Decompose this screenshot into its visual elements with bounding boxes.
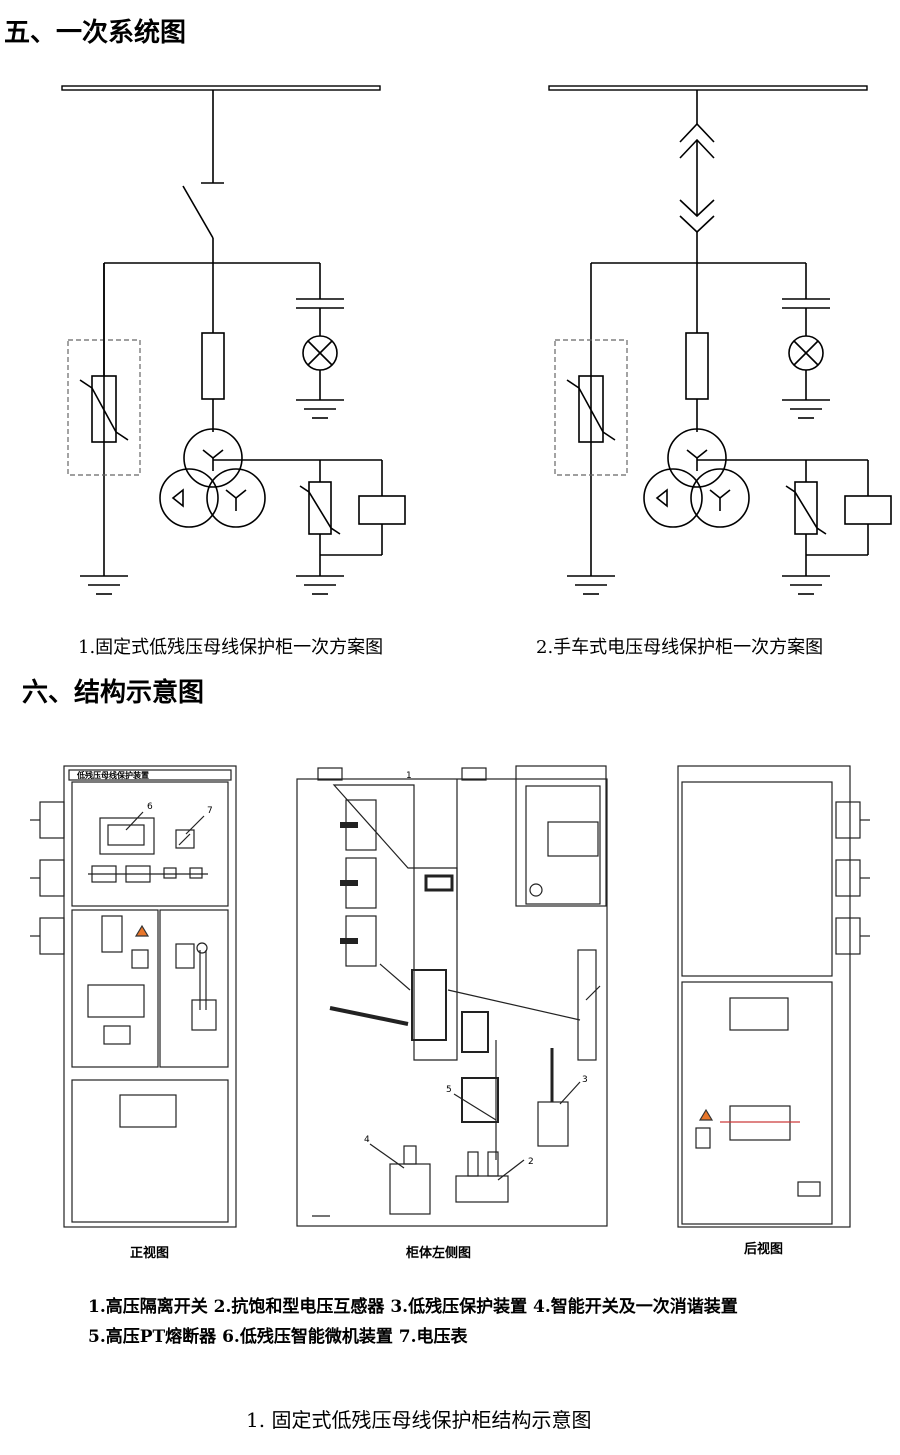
- protection-device: [537, 1101, 569, 1147]
- svg-text:6: 6: [147, 802, 153, 812]
- pt-transformer-2-icon: [643, 428, 750, 528]
- section-six-title: 六、结构示意图: [22, 678, 205, 708]
- front-view: 6 7: [30, 765, 237, 1228]
- ground-2b-icon: [782, 399, 830, 419]
- ground-1b-icon: [296, 399, 344, 419]
- svg-text:5: 5: [446, 1085, 452, 1095]
- voltmeter: [175, 829, 195, 849]
- left-view-label: 柜体左侧图: [406, 1246, 472, 1261]
- insulators: [340, 799, 489, 1053]
- ground-1c-icon: [296, 575, 344, 595]
- panel-label: 低残压母线保护装置: [77, 771, 149, 780]
- pt-transformer-1-icon: [159, 428, 266, 528]
- isolator-blade-1: [182, 185, 214, 239]
- svg-text:2: 2: [528, 1157, 534, 1167]
- busbar-1: [61, 85, 381, 91]
- diagram-2-caption: 2.手车式电压母线保护柜一次方案图: [536, 637, 824, 658]
- single-line-diagrams: [61, 85, 892, 595]
- left-side-view: 1 2 3 4 5: [296, 765, 608, 1227]
- back-view: [677, 765, 870, 1228]
- pt-fuse: [461, 1077, 499, 1123]
- section-five-title: 五、一次系统图: [4, 18, 187, 48]
- smart-switch: [389, 1163, 431, 1215]
- svg-text:1: 1: [406, 771, 412, 781]
- back-view-label: 后视图: [744, 1242, 784, 1257]
- diagram-1-caption: 1.固定式低残压母线保护柜一次方案图: [78, 637, 384, 658]
- svg-text:4: 4: [364, 1135, 370, 1145]
- diagram-2-handcart: [548, 85, 892, 595]
- ground-2c-icon: [782, 575, 830, 595]
- dashed-box-2: [554, 339, 628, 476]
- microcomputer-display: [99, 817, 155, 855]
- ground-1a-icon: [80, 575, 128, 595]
- voltage-transformer: [455, 1175, 509, 1203]
- front-bushings: [30, 801, 65, 955]
- legend-line-2: 5.高压PT熔断器 6.低残压智能微机装置 7.电压表: [88, 1327, 468, 1347]
- legend-line-1: 1.高压隔离开关 2.抗饱和型电压互感器 3.低残压保护装置 4.智能开关及一次…: [88, 1297, 738, 1317]
- svg-text:7: 7: [207, 806, 213, 816]
- ground-2a-icon: [567, 575, 615, 595]
- structure-caption: 1. 固定式低残压母线保护柜结构示意图: [246, 1408, 592, 1432]
- front-view-label: 正视图: [130, 1246, 170, 1261]
- varistor-2: [578, 375, 604, 443]
- svg-text:3: 3: [582, 1075, 588, 1085]
- handcart-plug-icon: [679, 122, 715, 234]
- busbar-2: [548, 85, 868, 91]
- diagram-1-fixed: [61, 85, 406, 595]
